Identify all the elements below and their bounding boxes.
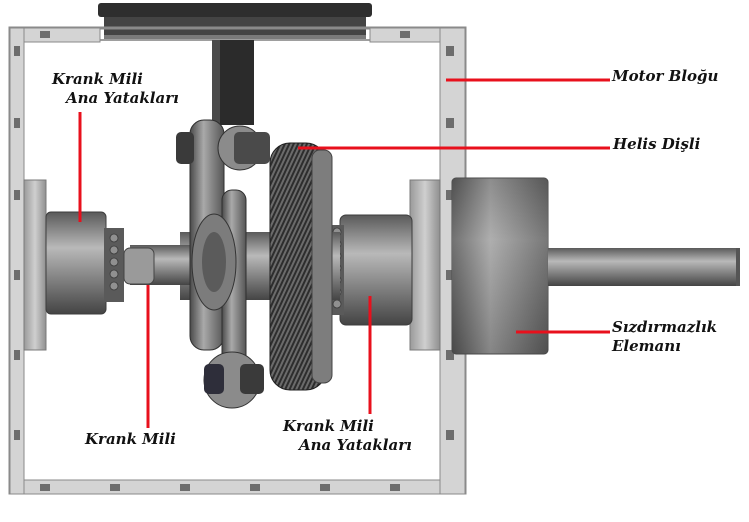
label-crank-main-bearings-right-line1: Krank Mili (283, 417, 374, 435)
label-crank-main-bearings-left-line2: Ana Yatakları (66, 89, 179, 107)
seal-element (451, 177, 549, 355)
top-flange (98, 3, 372, 41)
connecting-rod (212, 40, 254, 125)
output-shaft (548, 248, 740, 286)
label-crankshaft: Krank Mili (85, 430, 176, 448)
label-seal-element-line1: Sızdırmazlık (612, 318, 718, 336)
label-crank-main-bearings-right: Krank Mili Ana Yatakları (283, 417, 412, 455)
crank-webs (176, 119, 270, 409)
left-main-bearing (45, 211, 155, 315)
leader-lines (78, 78, 610, 428)
label-crank-main-bearings-right-line2: Ana Yatakları (299, 436, 412, 454)
label-seal-element-line2: Elemanı (612, 337, 681, 355)
label-helical-gear: Helis Dişli (613, 135, 701, 153)
label-motor-block: Motor Bloğu (612, 67, 719, 85)
label-crank-main-bearings-left: Krank Mili Ana Yatakları (52, 70, 179, 108)
label-seal-element: Sızdırmazlık Elemanı (612, 318, 717, 356)
label-crank-main-bearings-left-line1: Krank Mili (52, 70, 143, 88)
helical-gear (269, 142, 333, 391)
